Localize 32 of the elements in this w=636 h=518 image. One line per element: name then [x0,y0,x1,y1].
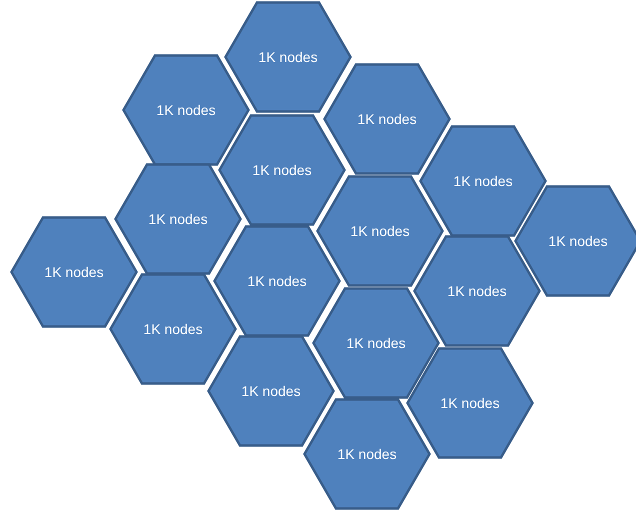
node-label: 1K nodes [247,273,307,289]
hexagon [207,335,335,447]
node-label: 1K nodes [346,335,406,351]
hexagon [213,225,341,337]
hexagon [114,163,242,275]
node-label: 1K nodes [241,383,301,399]
node-label: 1K nodes [337,446,397,462]
hexagon [413,235,541,347]
hexagon [224,1,352,113]
hexagon [10,216,138,328]
node-label: 1K nodes [548,233,608,249]
hexagon [303,398,431,510]
node-label: 1K nodes [252,162,312,178]
node-label: 1K nodes [440,395,500,411]
hexagon [316,175,444,287]
hexagon [514,185,636,297]
hexagon [109,273,237,385]
hexagon [406,347,534,459]
node-label: 1K nodes [143,321,203,337]
hexagon [122,54,250,166]
node-label: 1K nodes [447,283,507,299]
node-label: 1K nodes [357,111,417,127]
node-label: 1K nodes [156,102,216,118]
node-label: 1K nodes [258,49,318,65]
node-label: 1K nodes [148,211,208,227]
node-label: 1K nodes [453,173,513,189]
node-label: 1K nodes [44,264,104,280]
hexagon [419,125,547,237]
hexagon [312,287,440,399]
hexagon [323,63,451,175]
node-label: 1K nodes [350,223,410,239]
hexagon [218,114,346,226]
